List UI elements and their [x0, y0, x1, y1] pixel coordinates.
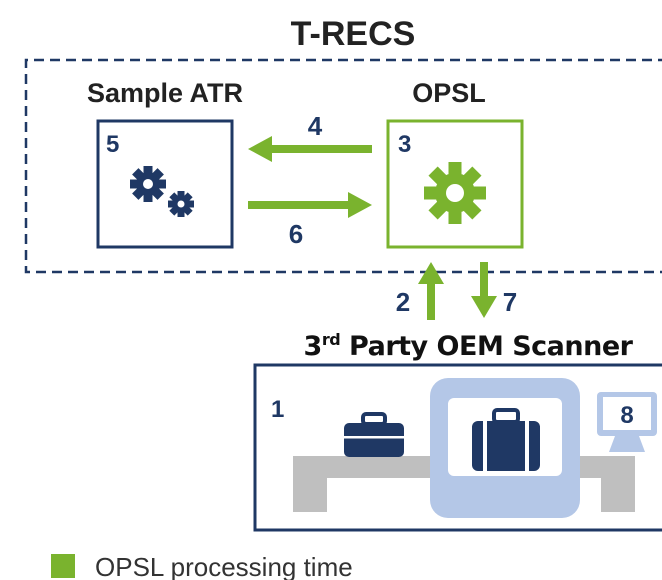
- opsl-label: OPSL: [412, 78, 486, 108]
- arrow-scanner-to-opsl: [418, 262, 444, 320]
- sample-atr-number: 5: [106, 131, 119, 158]
- legend-swatch: [51, 554, 75, 578]
- flow-6-label: 6: [289, 219, 303, 249]
- diagram-title: T-RECS: [291, 15, 416, 53]
- opsl-number: 3: [398, 131, 411, 158]
- sample-atr-label: Sample ATR: [87, 78, 243, 108]
- scanner-number: 1: [271, 396, 284, 423]
- monitor-number: 8: [620, 402, 633, 429]
- flow-2-label: 2: [396, 287, 410, 317]
- gear-icon: [424, 162, 486, 224]
- trecs-boundary: [24, 58, 662, 274]
- arrow-atr-to-opsl: [248, 192, 372, 218]
- gears-icon: [130, 166, 194, 217]
- scanned-suitcase-icon: [472, 408, 540, 471]
- scanner-label: 3rd Party OEM Scanner: [304, 330, 634, 362]
- monitor-icon: [597, 392, 657, 452]
- suitcase-icon: [344, 412, 404, 457]
- arrow-opsl-to-scanner: [471, 262, 497, 318]
- arrow-opsl-to-atr: [248, 136, 372, 162]
- flow-4-label: 4: [308, 111, 323, 141]
- flow-7-label: 7: [503, 287, 517, 317]
- legend-label: OPSL processing time: [95, 552, 353, 580]
